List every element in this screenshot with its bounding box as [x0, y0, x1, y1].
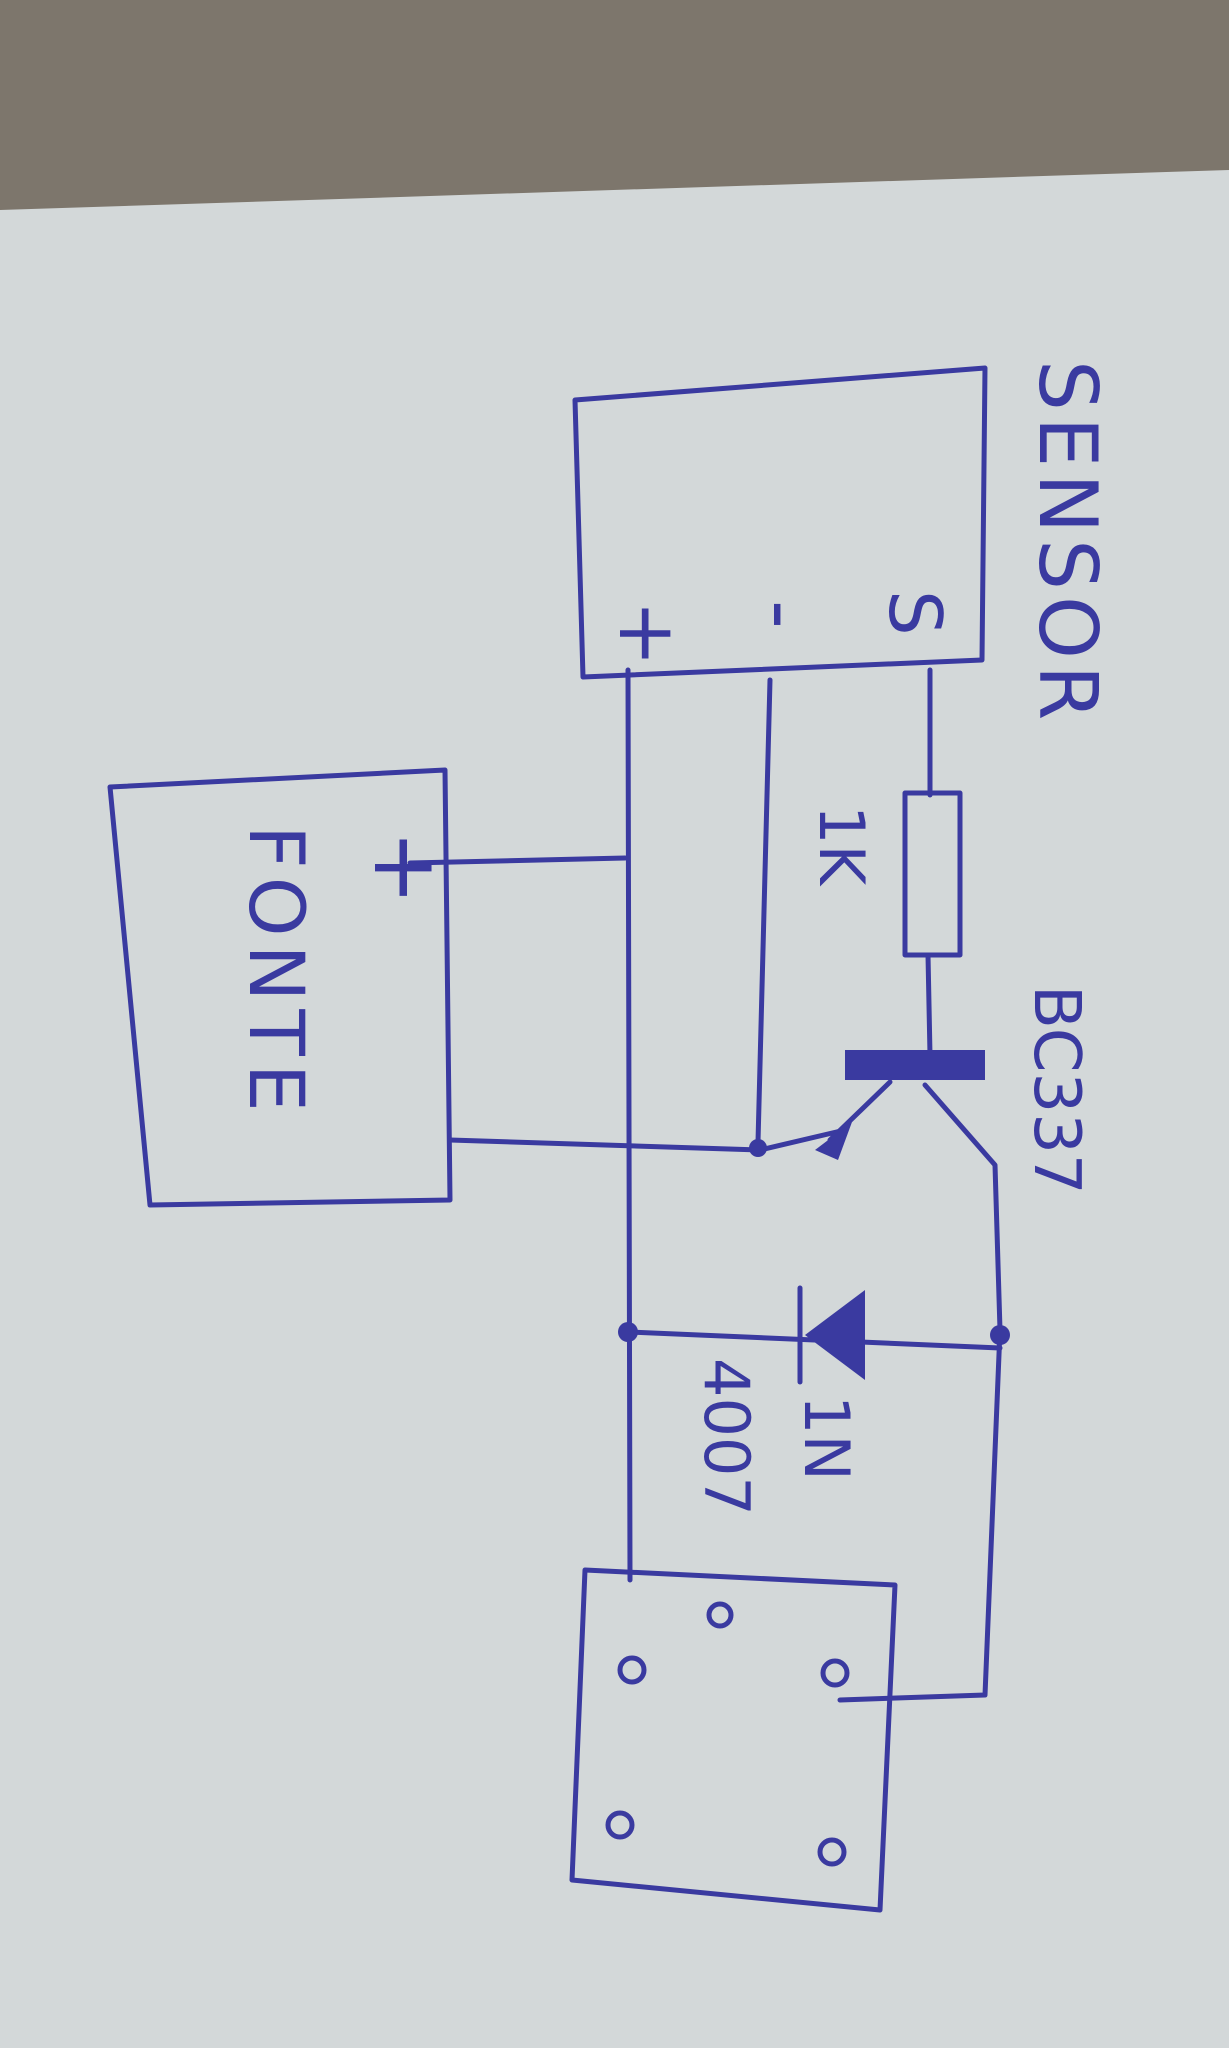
transistor-label: BC337 [1019, 985, 1093, 1195]
relay-pin [817, 1837, 847, 1867]
resistor-label: 1K [805, 805, 878, 886]
junction-dot [990, 1325, 1010, 1345]
relay-pin [706, 1601, 734, 1629]
diode-triangle [805, 1290, 865, 1380]
sensor-pin-minus: - [736, 600, 829, 629]
sensor-title: SENSOR [1021, 360, 1114, 727]
fonte-box [107, 767, 453, 1208]
sensor-pin-s: S [873, 590, 957, 636]
relay-pin [617, 1655, 647, 1685]
transistor-emitter-arrow [815, 1122, 852, 1160]
relay-pin [820, 1658, 850, 1688]
relay-box [569, 1567, 898, 1913]
fonte-pin-plus: + [353, 830, 458, 905]
wire-plus-rail [625, 667, 633, 1583]
paper-sheet [0, 170, 1229, 2048]
wire-sensor-minus [755, 677, 773, 1145]
wire-fonte-plus [407, 855, 628, 866]
fonte-title: FONTE [232, 825, 321, 1120]
diode-label-line2: 4007 [690, 1358, 763, 1516]
junction-dot [749, 1139, 767, 1157]
transistor: BC337 [815, 985, 1093, 1195]
junctions [618, 1139, 1010, 1345]
wire-collector [922, 1082, 1003, 1333]
diode-label-line1: 1N [790, 1395, 863, 1481]
resistor: 1K [805, 790, 963, 958]
fonte-block: FONTE + [107, 767, 458, 1208]
transistor-emitter [827, 1079, 893, 1143]
junction-dot [618, 1322, 638, 1342]
sensor-box [572, 365, 988, 680]
sensor-block: SENSOR S - + [572, 360, 1114, 727]
sensor-pin-plus: + [601, 600, 694, 667]
transistor-base-bar [845, 1050, 985, 1080]
diode: 1N 4007 [690, 1285, 865, 1516]
resistor-body [902, 790, 963, 958]
wire-resistor-to-base [925, 952, 933, 1058]
relay-pin [605, 1810, 635, 1840]
relay [569, 1567, 898, 1913]
